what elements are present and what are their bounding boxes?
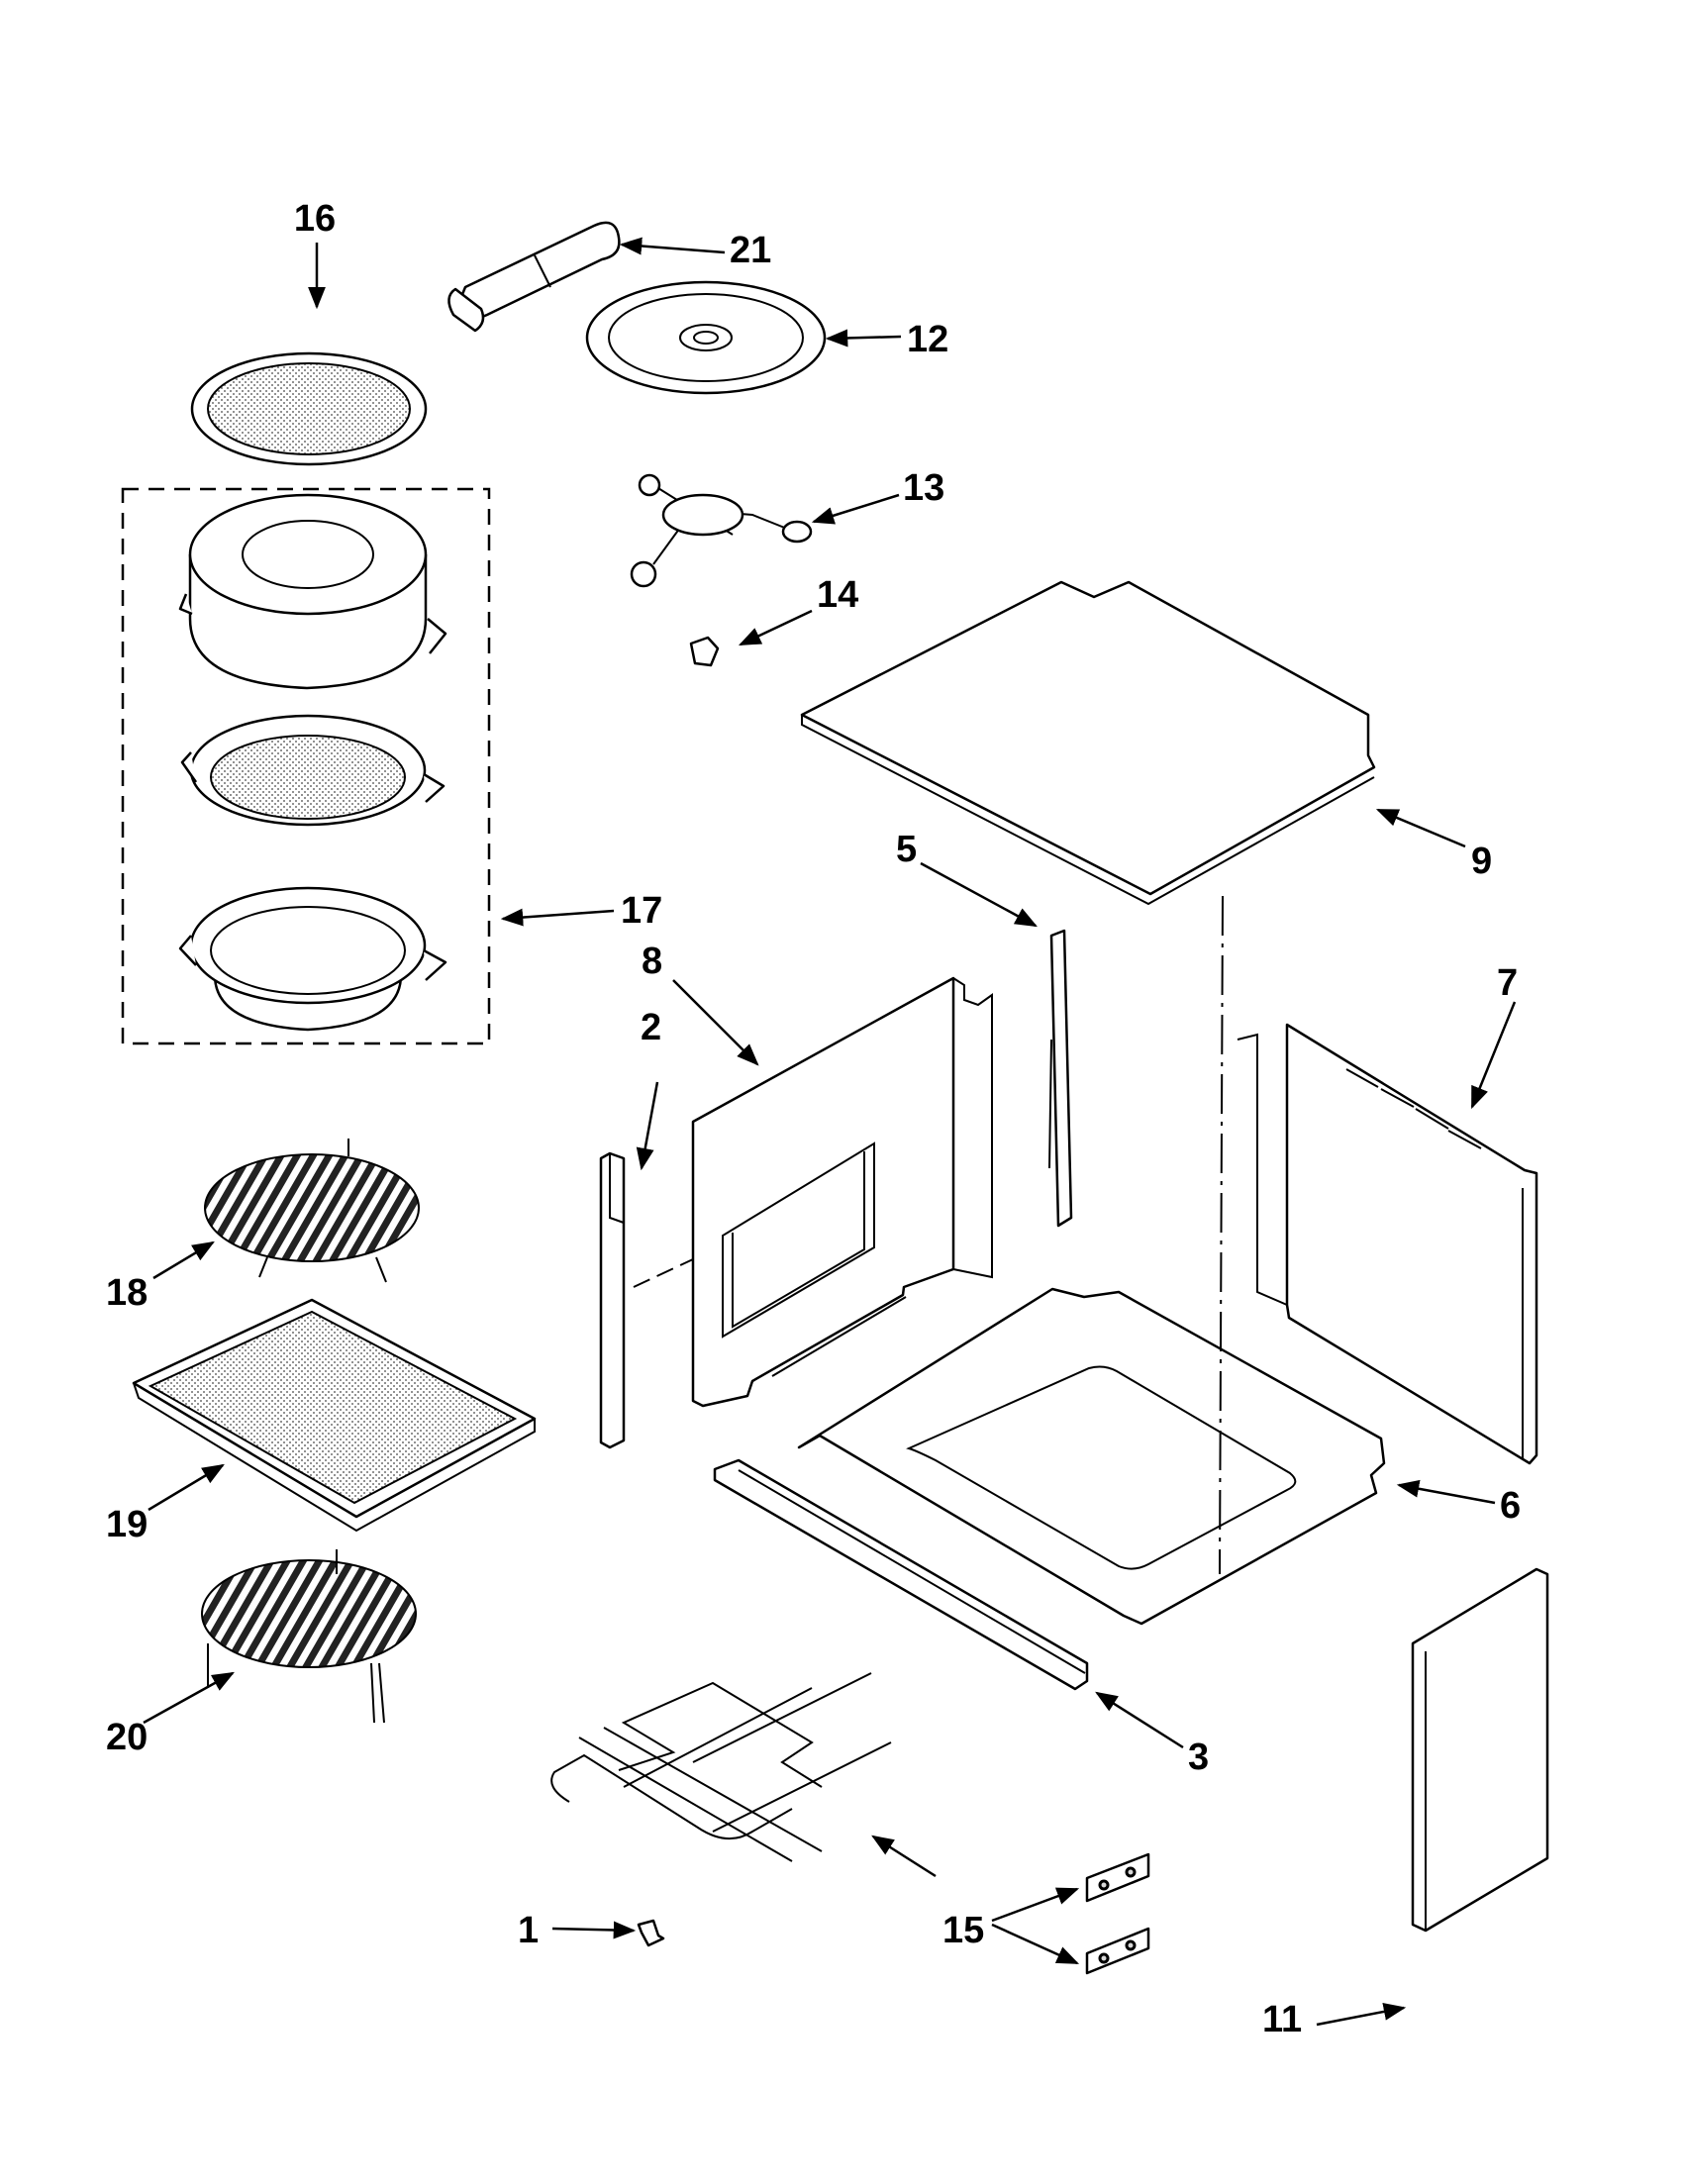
pads-part — [1085, 1852, 1150, 1975]
callout-11: 12 — [907, 319, 948, 360]
callout-15: 16 — [294, 198, 336, 240]
callout-5: 5 — [896, 829, 917, 870]
coupler-part — [689, 636, 720, 667]
door-panel-part — [1411, 1567, 1549, 1933]
steamer-kit-outline — [121, 487, 491, 1045]
side-bracket-part — [1048, 929, 1073, 1228]
crisper-handle-part — [447, 221, 621, 333]
callout-19: 20 — [106, 1717, 148, 1758]
callout-14: 15 — [942, 1910, 984, 1951]
right-panel-part — [1237, 1023, 1538, 1465]
callout-6: 6 — [1500, 1485, 1521, 1527]
guide-lines — [633, 895, 1224, 1575]
callout-9: 9 — [1471, 841, 1492, 882]
bottom-panel-part — [797, 1287, 1386, 1626]
left-wrapper-part — [691, 976, 993, 1408]
callout-2: 2 — [641, 1007, 661, 1048]
callout-18: 19 — [106, 1504, 148, 1545]
callout-labels: 16 21 12 13 14 9 5 17 8 7 2 18 19 6 3 20… — [106, 198, 1521, 2040]
callout-7: 7 — [1497, 962, 1518, 1004]
turntable-tray-part — [585, 280, 827, 395]
callout-8: 8 — [642, 941, 662, 982]
callout-16: 17 — [621, 890, 662, 932]
trim-strip-part — [599, 1151, 626, 1449]
clip-part — [637, 1919, 665, 1947]
baking-tray-part — [132, 1298, 537, 1533]
crisper-plate-part — [190, 351, 428, 466]
steamer-lid-part — [178, 493, 447, 690]
high-rack-part — [204, 1139, 420, 1283]
turntable-roller-part — [630, 473, 813, 588]
callout-3: 3 — [1188, 1737, 1209, 1778]
top-panel-part — [800, 580, 1376, 906]
callout-13: 14 — [817, 574, 858, 616]
callout-12: 13 — [903, 467, 944, 509]
low-rack-part — [201, 1549, 417, 1724]
callout-17: 18 — [106, 1272, 148, 1314]
callout-20: 21 — [730, 230, 771, 271]
heating-element-part — [550, 1672, 892, 1862]
steamer-pot-part — [178, 886, 447, 1032]
callout-10: 11 — [1262, 1999, 1302, 2040]
bottom-trim-part — [713, 1458, 1089, 1691]
leader-lines — [143, 237, 1517, 2027]
steamer-basket-part — [180, 714, 446, 827]
callout-1: 1 — [518, 1910, 539, 1951]
